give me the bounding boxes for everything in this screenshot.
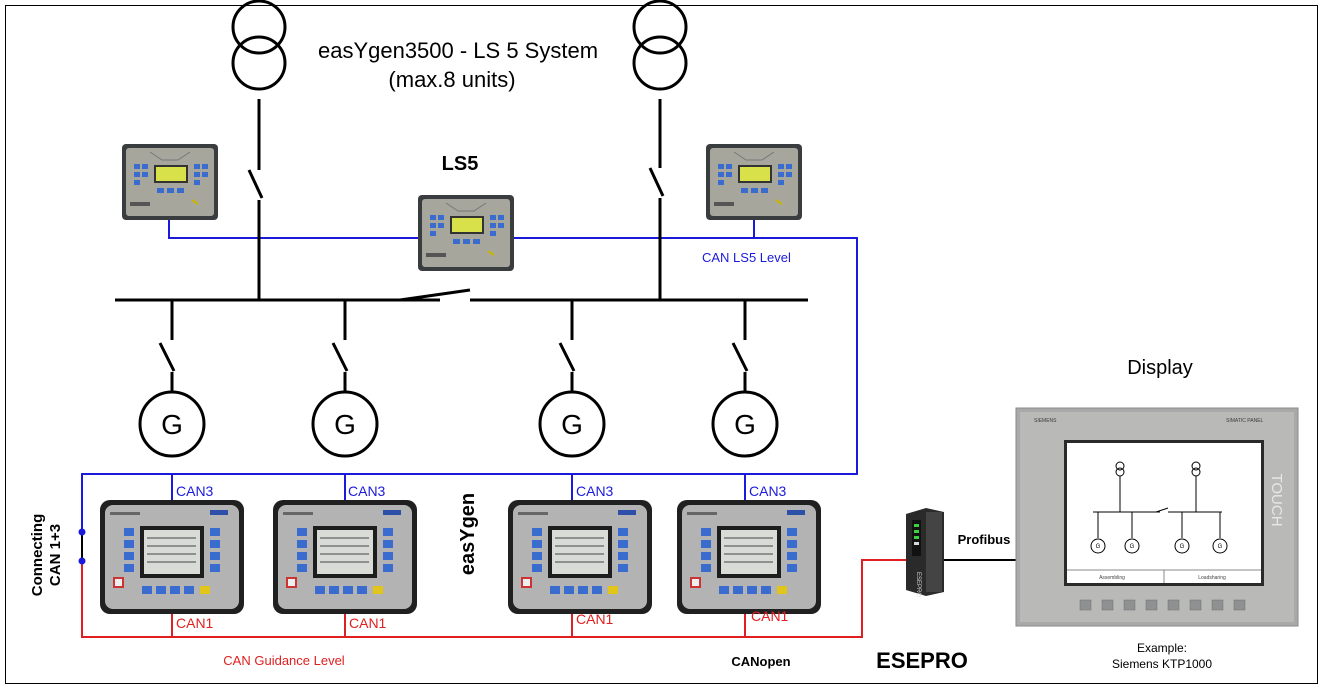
circuit-breaker-icon <box>731 342 749 372</box>
generator-label: G <box>561 409 583 440</box>
connecting-label-line1: Connecting <box>29 514 46 597</box>
generator-icon: G <box>711 390 779 458</box>
can1-cable <box>81 559 906 638</box>
panel-brand-right: SIMATIC PANEL <box>1226 418 1264 424</box>
generator-label: G <box>734 409 756 440</box>
easygen-controller-icon <box>676 499 822 615</box>
circuit-breaker-icon <box>558 342 576 372</box>
example-label-line2: Siemens KTP1000 <box>1112 657 1212 671</box>
easygen-controller-icon <box>272 499 418 615</box>
panel-generator-label: G <box>1218 544 1223 550</box>
panel-footer-left: Assembling <box>1099 575 1125 581</box>
can1-label: CAN1 <box>176 615 214 631</box>
can1-label: CAN1 <box>349 615 387 631</box>
panel-generator-label: G <box>1130 544 1135 550</box>
can-guidance-level-label: CAN Guidance Level <box>223 653 345 668</box>
panel-footer-right: Loadsharing <box>1198 575 1226 581</box>
easygen-controller-icon <box>507 499 653 615</box>
example-label-line1: Example: <box>1137 641 1187 655</box>
can-ls5-level-label: CAN LS5 Level <box>702 250 791 265</box>
panel-generator-label: G <box>1180 544 1185 550</box>
generator-icon: G <box>311 390 379 458</box>
easygen-label: easYgen <box>457 493 479 575</box>
can-ls5-cable <box>81 218 858 558</box>
generator-label: G <box>334 409 356 440</box>
ls5-label: LS5 <box>442 153 479 175</box>
diagram-title: easYgen3500 - LS 5 System <box>318 38 598 63</box>
profibus-label: Profibus <box>958 532 1011 547</box>
generator-icon: G <box>138 390 206 458</box>
ls5-controller-icon <box>417 194 515 272</box>
power-lines <box>115 99 808 392</box>
touch-panel-icon: SIEMENS SIMATIC PANEL TOUCH <box>1015 407 1299 627</box>
gateway-device-text: ESEPRO <box>915 572 921 597</box>
bus-coupler-breaker-icon <box>399 288 471 302</box>
diagram-subtitle: (max.8 units) <box>388 67 515 92</box>
panel-generator-label: G <box>1096 544 1101 550</box>
can1-label: CAN1 <box>576 611 614 627</box>
diagram-frame <box>5 5 1318 684</box>
can3-label: CAN3 <box>348 483 386 499</box>
esepro-label: ESEPRO <box>876 648 968 673</box>
can3-label: CAN3 <box>176 483 214 499</box>
generator-icon: G <box>538 390 606 458</box>
can3-label: CAN3 <box>576 483 614 499</box>
transformer-icon <box>632 0 688 91</box>
generator-label: G <box>161 409 183 440</box>
ls5-controller-icon <box>705 143 803 221</box>
can-connecting-link <box>78 528 86 565</box>
display-label: Display <box>1127 357 1193 379</box>
circuit-breaker-icon <box>158 342 176 372</box>
circuit-breaker-icon <box>247 169 264 199</box>
can3-label: CAN3 <box>749 483 787 499</box>
canopen-label: CANopen <box>731 654 790 669</box>
panel-touch-text: TOUCH <box>1268 473 1285 526</box>
connecting-label-line2: CAN 1+3 <box>47 524 64 586</box>
circuit-breaker-icon <box>331 342 349 372</box>
circuit-breaker-icon <box>648 167 665 197</box>
panel-brand-left: SIEMENS <box>1034 418 1057 424</box>
transformer-icon <box>231 0 287 91</box>
gateway-device-icon: ESEPRO <box>906 508 944 597</box>
can1-label: CAN1 <box>751 608 789 624</box>
easygen-controller-icon <box>99 499 245 615</box>
ls5-controller-icon <box>121 143 219 221</box>
